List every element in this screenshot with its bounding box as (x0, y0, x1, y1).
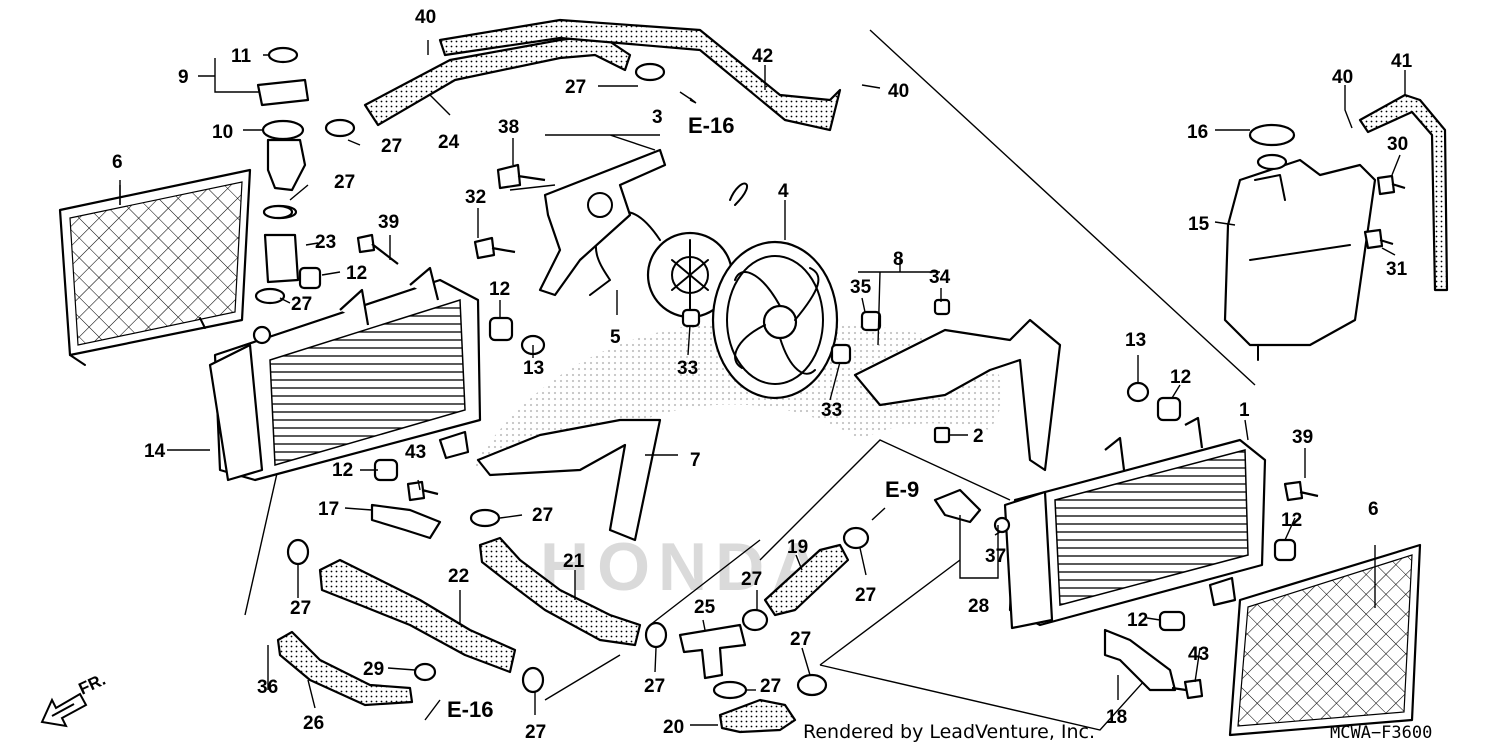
label-part-27-g: 27 (525, 722, 546, 743)
cross-references: E-16 E-9 E-16 (424, 91, 919, 722)
label-part-34: 34 (929, 267, 951, 288)
label-part-42: 42 (752, 46, 773, 67)
label-part-8: 8 (893, 249, 904, 270)
label-part-11: 11 (231, 46, 252, 67)
label-part-27-d: 27 (291, 294, 312, 315)
ref-e9: E-9 (885, 477, 919, 502)
radiator-filler-neck (256, 46, 310, 284)
label-part-33-b: 33 (821, 400, 842, 421)
label-part-1: 1 (1239, 400, 1250, 421)
label-part-40-a: 40 (415, 7, 436, 28)
label-part-41: 41 (1391, 51, 1413, 72)
label-part-39-a: 39 (378, 212, 399, 233)
label-part-36: 36 (257, 677, 278, 698)
label-part-27-k: 27 (760, 676, 781, 697)
ref-e16-top: E-16 (688, 113, 734, 138)
label-part-14: 14 (144, 441, 166, 462)
ref-e16-bottom: E-16 (447, 697, 493, 722)
label-part-7: 7 (690, 450, 701, 471)
label-part-9: 9 (178, 67, 189, 88)
small-parts (298, 163, 1406, 700)
label-part-40-b: 40 (888, 81, 909, 102)
label-part-32: 32 (465, 187, 486, 208)
label-part-27-a: 27 (381, 136, 402, 157)
rendered-by-credit: Rendered by LeadVenture, Inc. (803, 721, 1095, 743)
label-part-3: 3 (652, 107, 663, 128)
part-labels: 1 2 3 4 5 6 6 7 8 9 10 11 12 12 12 12 12… (112, 7, 1413, 743)
label-part-31: 31 (1386, 259, 1408, 280)
label-part-15: 15 (1188, 214, 1210, 235)
label-part-10: 10 (212, 122, 233, 143)
label-part-12-a: 12 (346, 263, 367, 284)
label-part-25: 25 (694, 597, 716, 618)
label-part-27-e: 27 (532, 505, 553, 526)
reservoir-tank (1223, 123, 1377, 361)
left-radiator-grille (58, 168, 252, 366)
label-part-16: 16 (1187, 122, 1208, 143)
label-part-26: 26 (303, 713, 324, 734)
label-part-43-a: 43 (405, 442, 426, 463)
label-part-24: 24 (438, 132, 460, 153)
label-part-23: 23 (315, 232, 336, 253)
label-part-27-b: 27 (565, 77, 586, 98)
right-radiator (1003, 416, 1267, 630)
label-part-19: 19 (787, 537, 808, 558)
label-part-12-c: 12 (332, 460, 353, 481)
label-part-33-a: 33 (677, 358, 698, 379)
label-part-4: 4 (778, 181, 789, 202)
air-guide (853, 318, 1062, 472)
right-radiator-grille (1228, 543, 1422, 737)
label-part-30: 30 (1387, 134, 1408, 155)
label-part-12-b: 12 (489, 279, 510, 300)
label-part-2: 2 (973, 426, 984, 447)
label-part-27-l: 27 (790, 629, 811, 650)
label-part-22: 22 (448, 566, 469, 587)
front-direction-indicator: FR. (40, 670, 109, 728)
label-part-38: 38 (498, 117, 519, 138)
label-part-40-c: 40 (1332, 67, 1353, 88)
label-part-21: 21 (563, 551, 585, 572)
label-part-43-b: 43 (1188, 644, 1209, 665)
label-part-37: 37 (985, 546, 1006, 567)
hoses (276, 18, 1449, 734)
boundary-lines (244, 29, 1256, 731)
front-direction-arrow-icon (40, 692, 88, 728)
label-part-27-j: 27 (855, 585, 876, 606)
label-part-28: 28 (968, 596, 989, 617)
label-part-17: 17 (318, 499, 339, 520)
label-part-6-left: 6 (112, 152, 123, 173)
label-part-13-a: 13 (523, 358, 544, 379)
label-part-27-c: 27 (334, 172, 355, 193)
label-part-39-b: 39 (1292, 427, 1313, 448)
label-part-18: 18 (1106, 707, 1127, 728)
label-part-5: 5 (610, 327, 621, 348)
leader-lines (119, 40, 1406, 726)
left-radiator (208, 266, 482, 482)
label-part-12-f: 12 (1127, 610, 1148, 631)
label-part-35: 35 (850, 277, 872, 298)
label-part-12-e: 12 (1281, 510, 1302, 531)
diagram-code: MCWA−F3600 (1330, 723, 1432, 743)
fan-bracket (538, 148, 667, 297)
label-part-20: 20 (663, 717, 684, 738)
label-part-29: 29 (363, 659, 384, 680)
label-part-12-d: 12 (1170, 367, 1191, 388)
label-part-27-h: 27 (644, 676, 665, 697)
fan-assembly (589, 182, 839, 400)
label-part-6-right: 6 (1368, 499, 1379, 520)
label-part-13-b: 13 (1125, 330, 1146, 351)
label-part-27-f: 27 (290, 598, 311, 619)
footer: Rendered by LeadVenture, Inc. MCWA−F3600 (803, 721, 1432, 743)
lower-plate (476, 418, 662, 542)
label-part-27-i: 27 (741, 569, 762, 590)
